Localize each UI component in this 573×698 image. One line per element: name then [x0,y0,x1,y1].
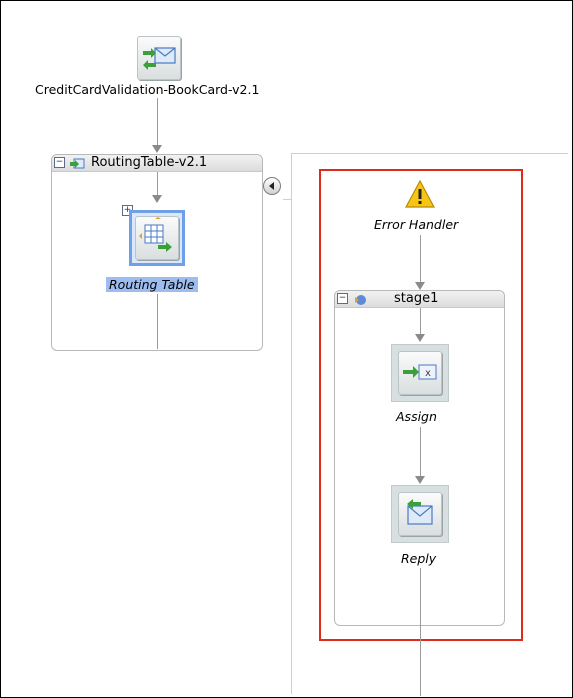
connector-line [157,172,158,196]
svg-text:x: x [425,368,431,379]
reply-label: Reply [401,551,437,566]
connector-line [157,98,158,146]
pipeline-icon [70,158,85,169]
stage-title: stage1 [394,291,439,306]
assign-label: Assign [396,409,437,424]
routing-container-title: RoutingTable-v2.1 [91,155,208,170]
connector-arrow [415,476,425,484]
message-envelope-icon [143,47,176,70]
routing-table-icon-box [135,216,179,260]
collapse-toggle[interactable]: − [337,293,348,304]
reply-node[interactable] [391,485,449,543]
warning-icon[interactable] [404,179,436,209]
assign-node[interactable]: x [391,344,449,402]
connector-line [420,308,421,336]
connector-arrow [152,195,162,203]
service-node[interactable] [137,36,181,80]
pane-connector [283,199,292,200]
error-handler-label: Error Handler [374,217,459,232]
reply-envelope-icon [407,499,433,525]
connector-line [420,568,421,696]
connector-line [420,235,421,283]
connector-arrow [415,334,425,342]
stage-icon [355,295,366,305]
routing-table-node[interactable] [129,210,185,266]
connector-arrow [415,282,425,290]
assign-icon-box: x [398,351,442,395]
routing-table-label: Routing Table [106,277,198,292]
connector-line [157,294,158,349]
highlight-box [319,169,523,641]
assign-icon: x [403,364,437,380]
routing-table-icon [139,217,172,252]
service-label: CreditCardValidation-BookCard-v2.1 [35,82,260,97]
connector-arrow [152,145,162,153]
error-handler-pane [291,153,568,694]
reply-icon-box [398,492,442,536]
chevron-left-icon [269,182,274,190]
routing-container-header [52,155,262,172]
error-handler-toggle[interactable] [263,177,281,195]
stage-container-header [335,291,504,308]
collapse-toggle[interactable]: − [54,157,65,168]
connector-line [420,427,421,477]
